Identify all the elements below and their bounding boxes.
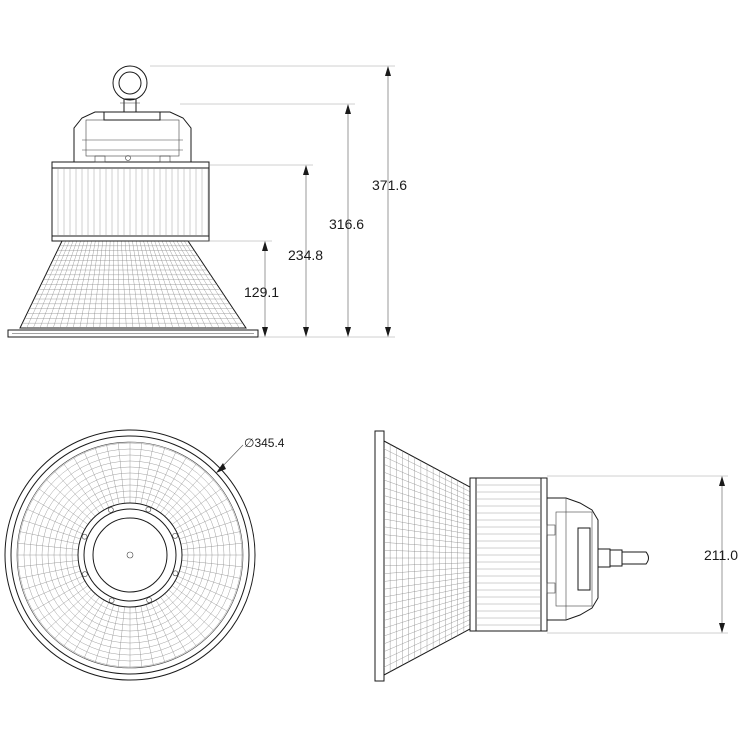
dim-label-height-heatsink: 234.8 xyxy=(288,247,323,263)
dim-line-234-8 xyxy=(303,165,309,337)
side-view xyxy=(374,430,649,682)
side-extension-lines xyxy=(547,475,728,634)
dim-label-height-housing: 316.6 xyxy=(329,216,364,232)
front-reflector-cone xyxy=(19,240,247,329)
front-elevation-view xyxy=(7,65,259,338)
front-extension-lines xyxy=(150,65,395,338)
front-driver-housing xyxy=(73,111,192,163)
front-base-rim xyxy=(7,329,259,338)
side-eye-bolt xyxy=(597,548,649,568)
side-driver-housing xyxy=(546,497,599,621)
dim-label-side-depth: 211.0 xyxy=(704,547,738,563)
dim-label-diameter: ∅345.4 xyxy=(244,436,285,450)
dim-line-211-0 xyxy=(719,476,725,633)
side-rim xyxy=(374,430,385,682)
side-reflector-cone xyxy=(383,440,471,676)
bottom-plan-view xyxy=(4,429,256,681)
dim-label-height-total: 371.6 xyxy=(372,177,407,193)
side-heatsink xyxy=(469,477,548,632)
dim-line-371-6 xyxy=(385,66,391,337)
dim-label-height-reflector: 129.1 xyxy=(244,284,279,300)
dim-line-316-6 xyxy=(345,104,351,337)
front-heatsink xyxy=(51,161,210,242)
dim-line-129-1 xyxy=(262,241,268,337)
dim-leader-diameter xyxy=(216,444,244,473)
front-eye-bolt xyxy=(112,65,148,113)
